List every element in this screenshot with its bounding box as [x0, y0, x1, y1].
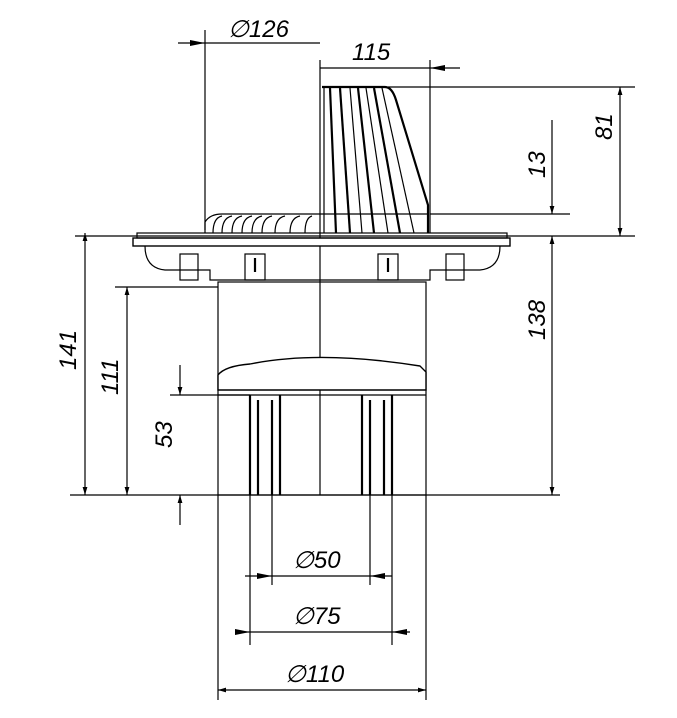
leaf-guard-ribs [323, 87, 415, 234]
dim-d75: ∅75 [293, 603, 341, 630]
inner-tray [217, 356, 427, 391]
underbody [144, 245, 501, 281]
grill-ribs [212, 215, 313, 234]
dim-53: 53 [151, 421, 178, 448]
dimension-lines [82, 30, 635, 700]
dim-138: 138 [524, 299, 551, 340]
dim-d110: ∅110 [285, 661, 345, 688]
dim-d50: ∅50 [293, 547, 341, 574]
dim-d126: ∅126 [228, 16, 290, 43]
leaf-guard [322, 85, 430, 233]
inner-pipes [248, 395, 394, 495]
dim-111: 111 [97, 359, 124, 395]
dim-13: 13 [524, 151, 551, 178]
dim-81: 81 [591, 113, 618, 140]
dim-115: 115 [352, 39, 391, 66]
drain-body [70, 60, 635, 496]
dim-141: 141 [55, 330, 82, 370]
dimension-labels: ∅126 115 81 13 138 141 111 53 ∅50 ∅75 ∅1… [55, 16, 618, 688]
